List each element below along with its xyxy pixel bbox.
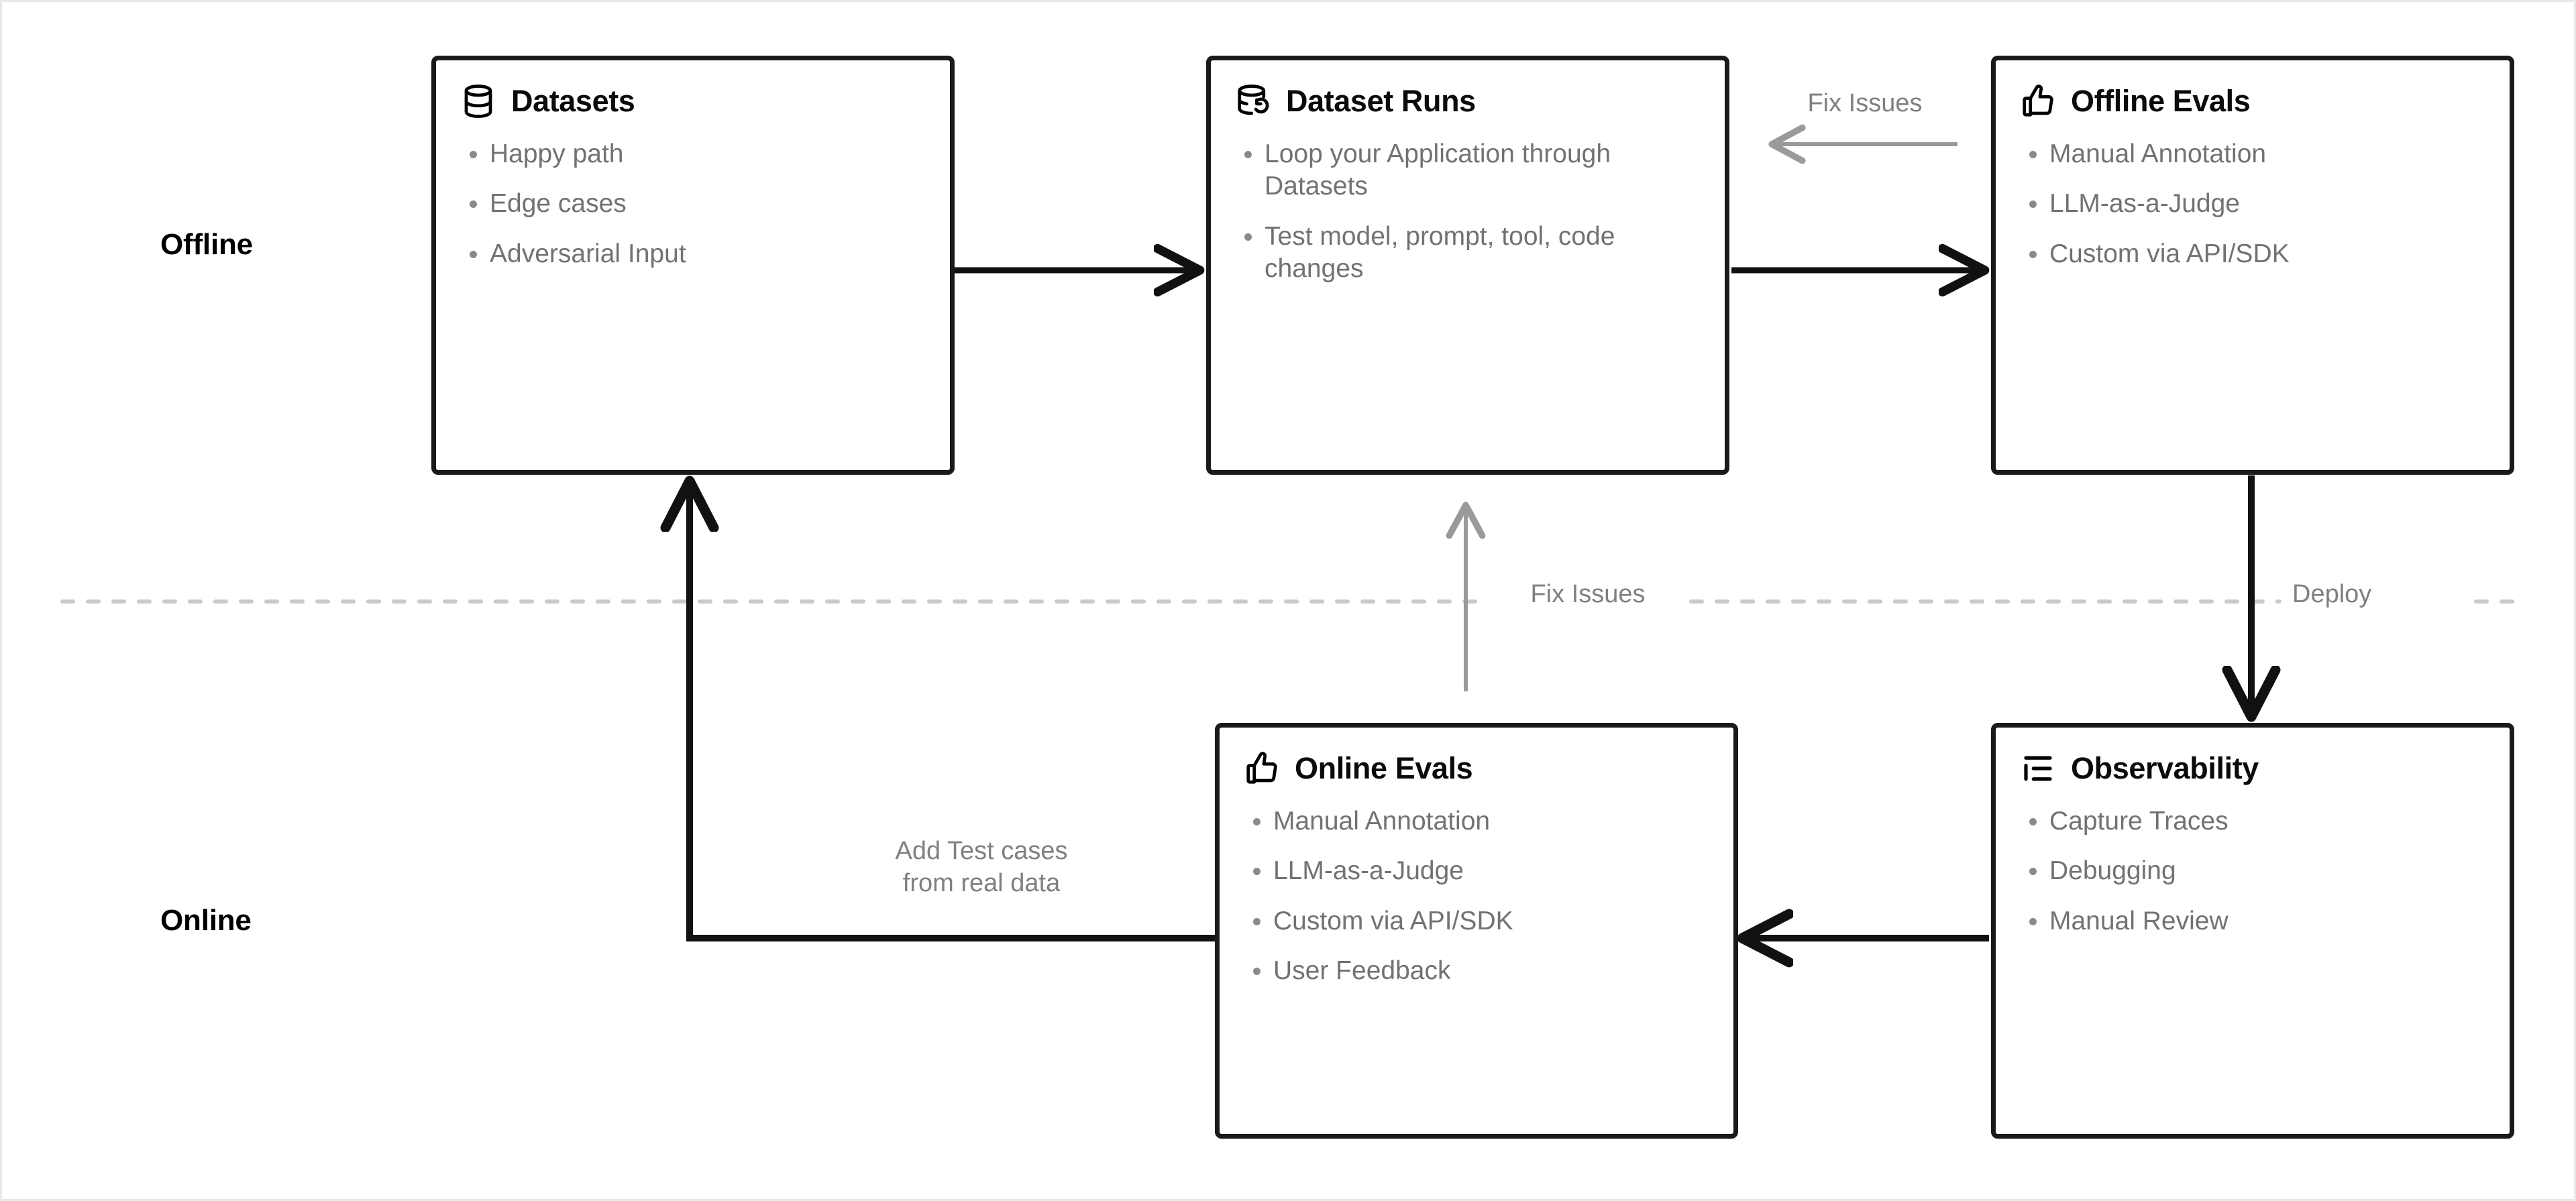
list-item: Manual Annotation <box>2020 138 2485 170</box>
node-title: Datasets <box>511 84 635 118</box>
list-item: Manual Review <box>2020 905 2485 937</box>
node-header: Offline Evals <box>2020 83 2485 119</box>
database-backup-icon <box>1235 83 1271 119</box>
node-online-evals[interactable]: Online Evals Manual Annotation LLM-as-a-… <box>1215 723 1738 1139</box>
node-title: Observability <box>2071 751 2259 785</box>
database-icon <box>460 83 496 119</box>
node-title: Offline Evals <box>2071 84 2251 118</box>
list-item: Test model, prompt, tool, code changes <box>1235 221 1701 286</box>
list-item: Custom via API/SDK <box>2020 238 2485 270</box>
list-item: LLM-as-a-Judge <box>2020 188 2485 220</box>
node-bullet-list: Manual Annotation LLM-as-a-Judge Custom … <box>2020 138 2485 270</box>
list-item: Loop your Application through Datasets <box>1235 138 1701 203</box>
list-item: Debugging <box>2020 855 2485 887</box>
node-bullet-list: Loop your Application through Datasets T… <box>1235 138 1701 285</box>
list-item: Custom via API/SDK <box>1244 905 1709 937</box>
list-item: Manual Annotation <box>1244 805 1709 838</box>
edge-label-deploy: Deploy <box>2283 579 2469 611</box>
list-item: User Feedback <box>1244 955 1709 987</box>
node-datasets[interactable]: Datasets Happy path Edge cases Adversari… <box>431 56 955 475</box>
list-item: Adversarial Input <box>460 238 926 270</box>
node-title: Dataset Runs <box>1286 84 1476 118</box>
edge-label-fix-issues-mid: Fix Issues <box>1491 579 1684 611</box>
node-bullet-list: Capture Traces Debugging Manual Review <box>2020 805 2485 937</box>
node-offline-evals[interactable]: Offline Evals Manual Annotation LLM-as-a… <box>1991 56 2514 475</box>
node-header: Datasets <box>460 83 926 119</box>
edge-label-fix-issues-top: Fix Issues <box>1807 89 1923 117</box>
node-bullet-list: Happy path Edge cases Adversarial Input <box>460 138 926 270</box>
list-item: Happy path <box>460 138 926 170</box>
edge-label-add-test-cases: Add Test cases from real data <box>895 837 1068 897</box>
thumbs-up-icon <box>1244 750 1280 787</box>
lane-label-online: Online <box>160 904 252 937</box>
node-header: Online Evals <box>1244 750 1709 787</box>
node-header: Observability <box>2020 750 2485 787</box>
node-observability[interactable]: Observability Capture Traces Debugging M… <box>1991 723 2514 1139</box>
list-item: Edge cases <box>460 188 926 220</box>
node-dataset-runs[interactable]: Dataset Runs Loop your Application throu… <box>1206 56 1729 475</box>
thumbs-up-icon <box>2020 83 2056 119</box>
node-bullet-list: Manual Annotation LLM-as-a-Judge Custom … <box>1244 805 1709 987</box>
node-title: Online Evals <box>1295 751 1473 785</box>
node-header: Dataset Runs <box>1235 83 1701 119</box>
list-item: LLM-as-a-Judge <box>1244 855 1709 887</box>
list-tree-icon <box>2020 750 2056 787</box>
lane-label-offline: Offline <box>160 228 253 261</box>
list-item: Capture Traces <box>2020 805 2485 838</box>
